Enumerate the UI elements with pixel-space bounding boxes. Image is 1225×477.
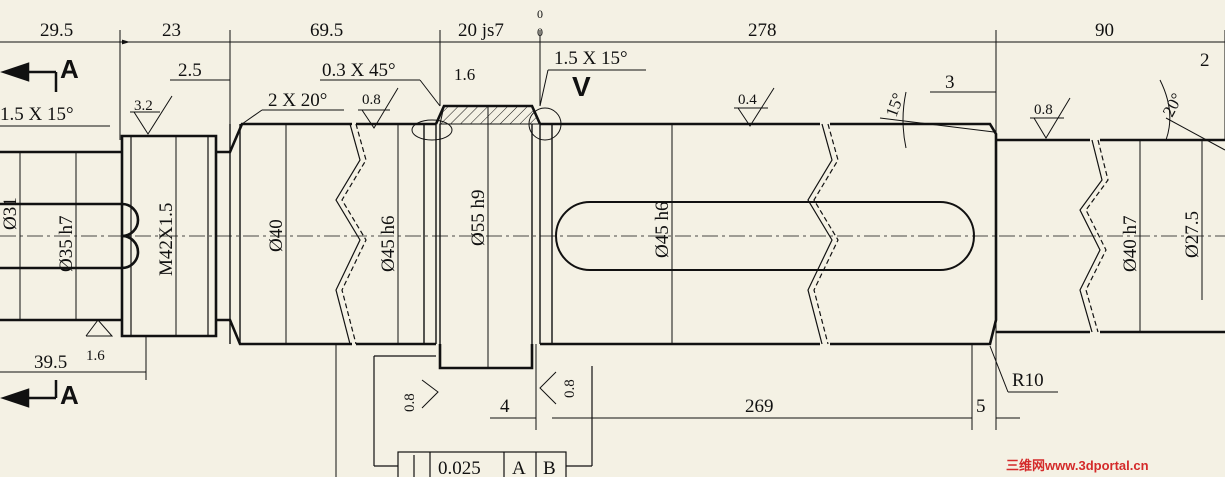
dim-29-5: 29.5 <box>40 20 73 41</box>
tol-zero-2: 0 <box>537 25 543 39</box>
radius-r10: R10 <box>1012 370 1044 391</box>
roughness-1-6-bottom: 1.6 <box>86 348 105 364</box>
roughness-0-8-a: 0.8 <box>362 92 381 108</box>
angle-20-arc <box>1159 79 1171 141</box>
roughness-0-4: 0.4 <box>738 92 757 108</box>
tolerance-datum-b: B <box>543 458 556 477</box>
angle-15-line <box>879 117 995 133</box>
bottom-dim-lines <box>0 320 1058 477</box>
top-dimensions <box>0 30 1225 140</box>
roughness-0-8-d: 0.8 <box>562 379 578 398</box>
chamfer-2-5: 2.5 <box>178 60 202 81</box>
diameter-40-h7: Ø40 h7 <box>1120 216 1141 272</box>
dim-278: 278 <box>748 20 777 41</box>
tolerance-value: 0.025 <box>438 458 481 477</box>
dim-39-5: 39.5 <box>34 352 67 373</box>
view-label-v: V <box>572 71 591 102</box>
diameter-40: Ø40 <box>266 219 287 252</box>
diameter-45-h6-a: Ø45 h6 <box>378 216 399 272</box>
break-lines <box>335 123 1109 345</box>
tolerance-datum-a: A <box>512 458 526 477</box>
dim-3: 3 <box>945 72 955 93</box>
dim-90: 90 <box>1095 20 1114 41</box>
watermark: 三维网www.3dportal.cn <box>1006 458 1149 473</box>
roughness-1-6-top: 1.6 <box>454 65 475 84</box>
dim-269: 269 <box>745 396 774 417</box>
dim-20-js7: 20 js7 <box>458 20 504 41</box>
dim-2: 2 <box>1200 50 1210 71</box>
dim-5: 5 <box>976 396 986 417</box>
roughness-3-2: 3.2 <box>134 98 153 114</box>
dim-23: 23 <box>162 20 181 41</box>
tolerance-frame <box>373 355 593 477</box>
diameter-31: Ø31 <box>0 197 21 230</box>
detail-ellipse <box>411 119 453 141</box>
leaders <box>0 69 996 127</box>
angle-15-arc <box>902 91 907 149</box>
diameter-dim-lines <box>19 106 1203 368</box>
section-hatch <box>439 105 541 125</box>
chamfer-2x20: 2 X 20° <box>268 90 327 111</box>
roughness-0-8-b: 0.8 <box>1034 102 1053 118</box>
diameter-45-h6-b: Ø45 h6 <box>652 202 673 258</box>
angle-20-line <box>1165 117 1225 151</box>
diameter-35-h7: Ø35 h7 <box>56 216 77 272</box>
section-label-a-bottom: A <box>60 380 79 410</box>
chamfer-1-5x15-right: 1.5 X 15° <box>554 48 628 69</box>
diameter-27-5: Ø27.5 <box>1182 211 1203 258</box>
shaft-outline <box>0 104 1225 370</box>
roughness-0-8-c: 0.8 <box>402 393 418 412</box>
section-arrows <box>0 62 58 408</box>
detail-circle <box>528 107 562 141</box>
roughness-symbols <box>85 87 1071 409</box>
chamfer-0-3x45: 0.3 X 45° <box>322 60 396 81</box>
thread-m42: M42X1.5 <box>156 203 177 276</box>
chamfer-1-5x15-left: 1.5 X 15° <box>0 104 74 125</box>
dim-4: 4 <box>500 396 510 417</box>
tol-zero-1: 0 <box>537 7 543 21</box>
dim-69-5: 69.5 <box>310 20 343 41</box>
angle-20: 20° <box>1159 90 1187 120</box>
diameter-55-h9: Ø55 h9 <box>468 190 489 246</box>
section-label-a-top: A <box>60 54 79 84</box>
